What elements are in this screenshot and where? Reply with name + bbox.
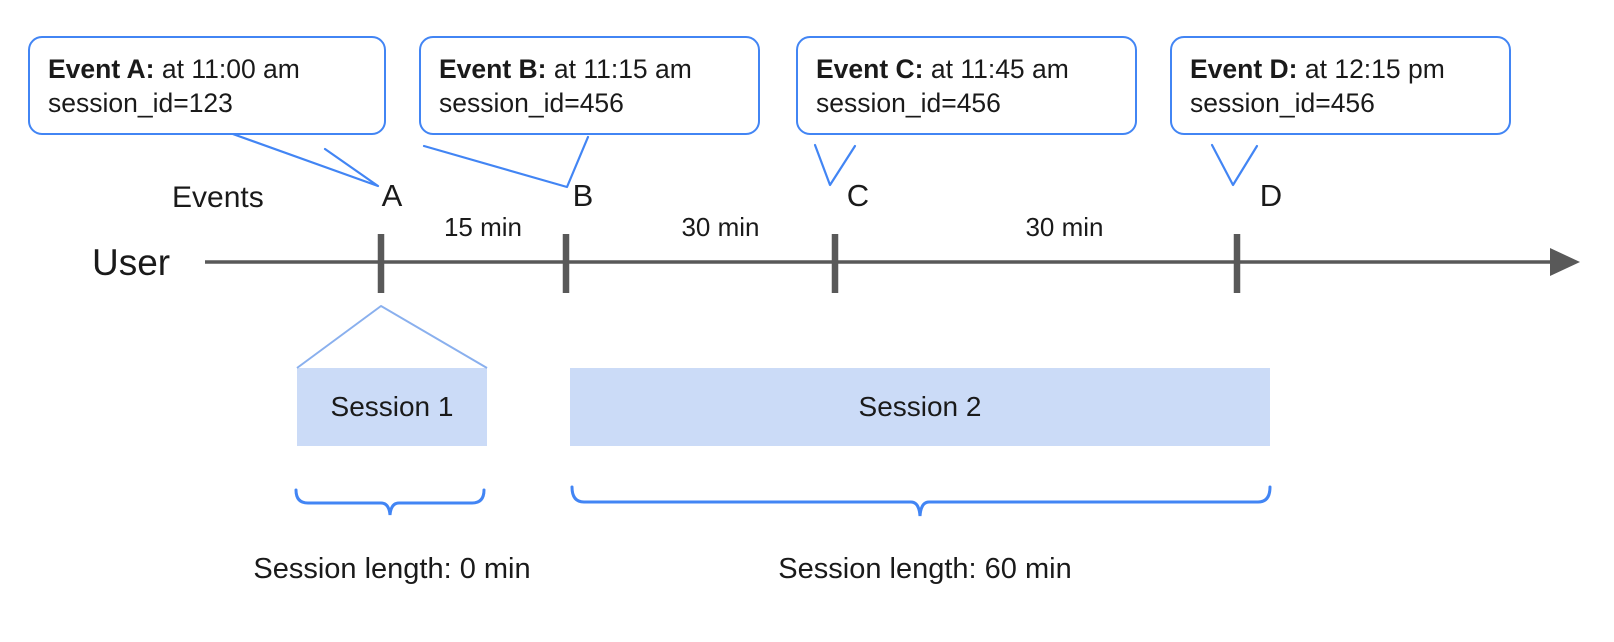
- events-row-label: Events: [172, 181, 264, 214]
- callout-c-title: Event C:: [816, 54, 924, 84]
- callout-d-session: session_id=456: [1190, 88, 1375, 119]
- callout-event-d: Event D: at 12:15 pm session_id=456: [1170, 36, 1511, 135]
- callout-event-c: Event C: at 11:45 am session_id=456: [796, 36, 1137, 135]
- callout-a-time: at 11:00 am: [154, 54, 300, 84]
- session-2-brace: [570, 485, 1272, 517]
- session-1-funnel: [296, 305, 488, 369]
- callout-c-session: session_id=456: [816, 88, 1001, 119]
- event-marker-label-d: D: [1259, 178, 1283, 213]
- session-1-length-caption: Session length: 0 min: [253, 553, 531, 585]
- callout-b-title: Event B:: [439, 54, 547, 84]
- callout-a-tail: [228, 131, 380, 188]
- session-block-2: Session 2: [570, 368, 1270, 446]
- event-marker-label-b: B: [572, 178, 594, 213]
- event-marker-label-c: C: [846, 178, 870, 213]
- gap-label-a-b: 15 min: [443, 212, 523, 242]
- user-row-label: User: [92, 242, 171, 283]
- callout-a-line1: Event A: at 11:00 am: [48, 52, 366, 86]
- callout-d-time: at 12:15 pm: [1297, 54, 1445, 84]
- callout-b-session: session_id=456: [439, 88, 624, 119]
- callout-b-time: at 11:15 am: [546, 54, 692, 84]
- callout-event-b: Event B: at 11:15 am session_id=456: [419, 36, 760, 135]
- callout-a-session: session_id=123: [48, 88, 233, 119]
- gap-label-b-c: 30 min: [681, 212, 760, 242]
- callout-b-line1: Event B: at 11:15 am: [439, 52, 740, 86]
- callout-c-line1: Event C: at 11:45 am: [816, 52, 1117, 86]
- callout-c-time: at 11:45 am: [923, 54, 1069, 84]
- event-marker-label-a: A: [381, 178, 403, 213]
- session-block-2-label: Session 2: [858, 391, 982, 422]
- session-block-1-label: Session 1: [330, 391, 454, 422]
- callout-d-line1: Event D: at 12:15 pm: [1190, 52, 1491, 86]
- callout-event-a: Event A: at 11:00 am session_id=123: [28, 36, 386, 135]
- gap-label-c-d: 30 min: [1025, 212, 1104, 242]
- callout-a-tail-anchor: [320, 141, 325, 152]
- timeline-arrow-icon: [1550, 248, 1580, 276]
- session-1-brace: [294, 488, 486, 516]
- session-2-length-caption: Session length: 60 min: [778, 553, 1072, 585]
- callout-a-title: Event A:: [48, 54, 155, 84]
- session-block-1: Session 1: [297, 368, 487, 446]
- callout-d-title: Event D:: [1190, 54, 1298, 84]
